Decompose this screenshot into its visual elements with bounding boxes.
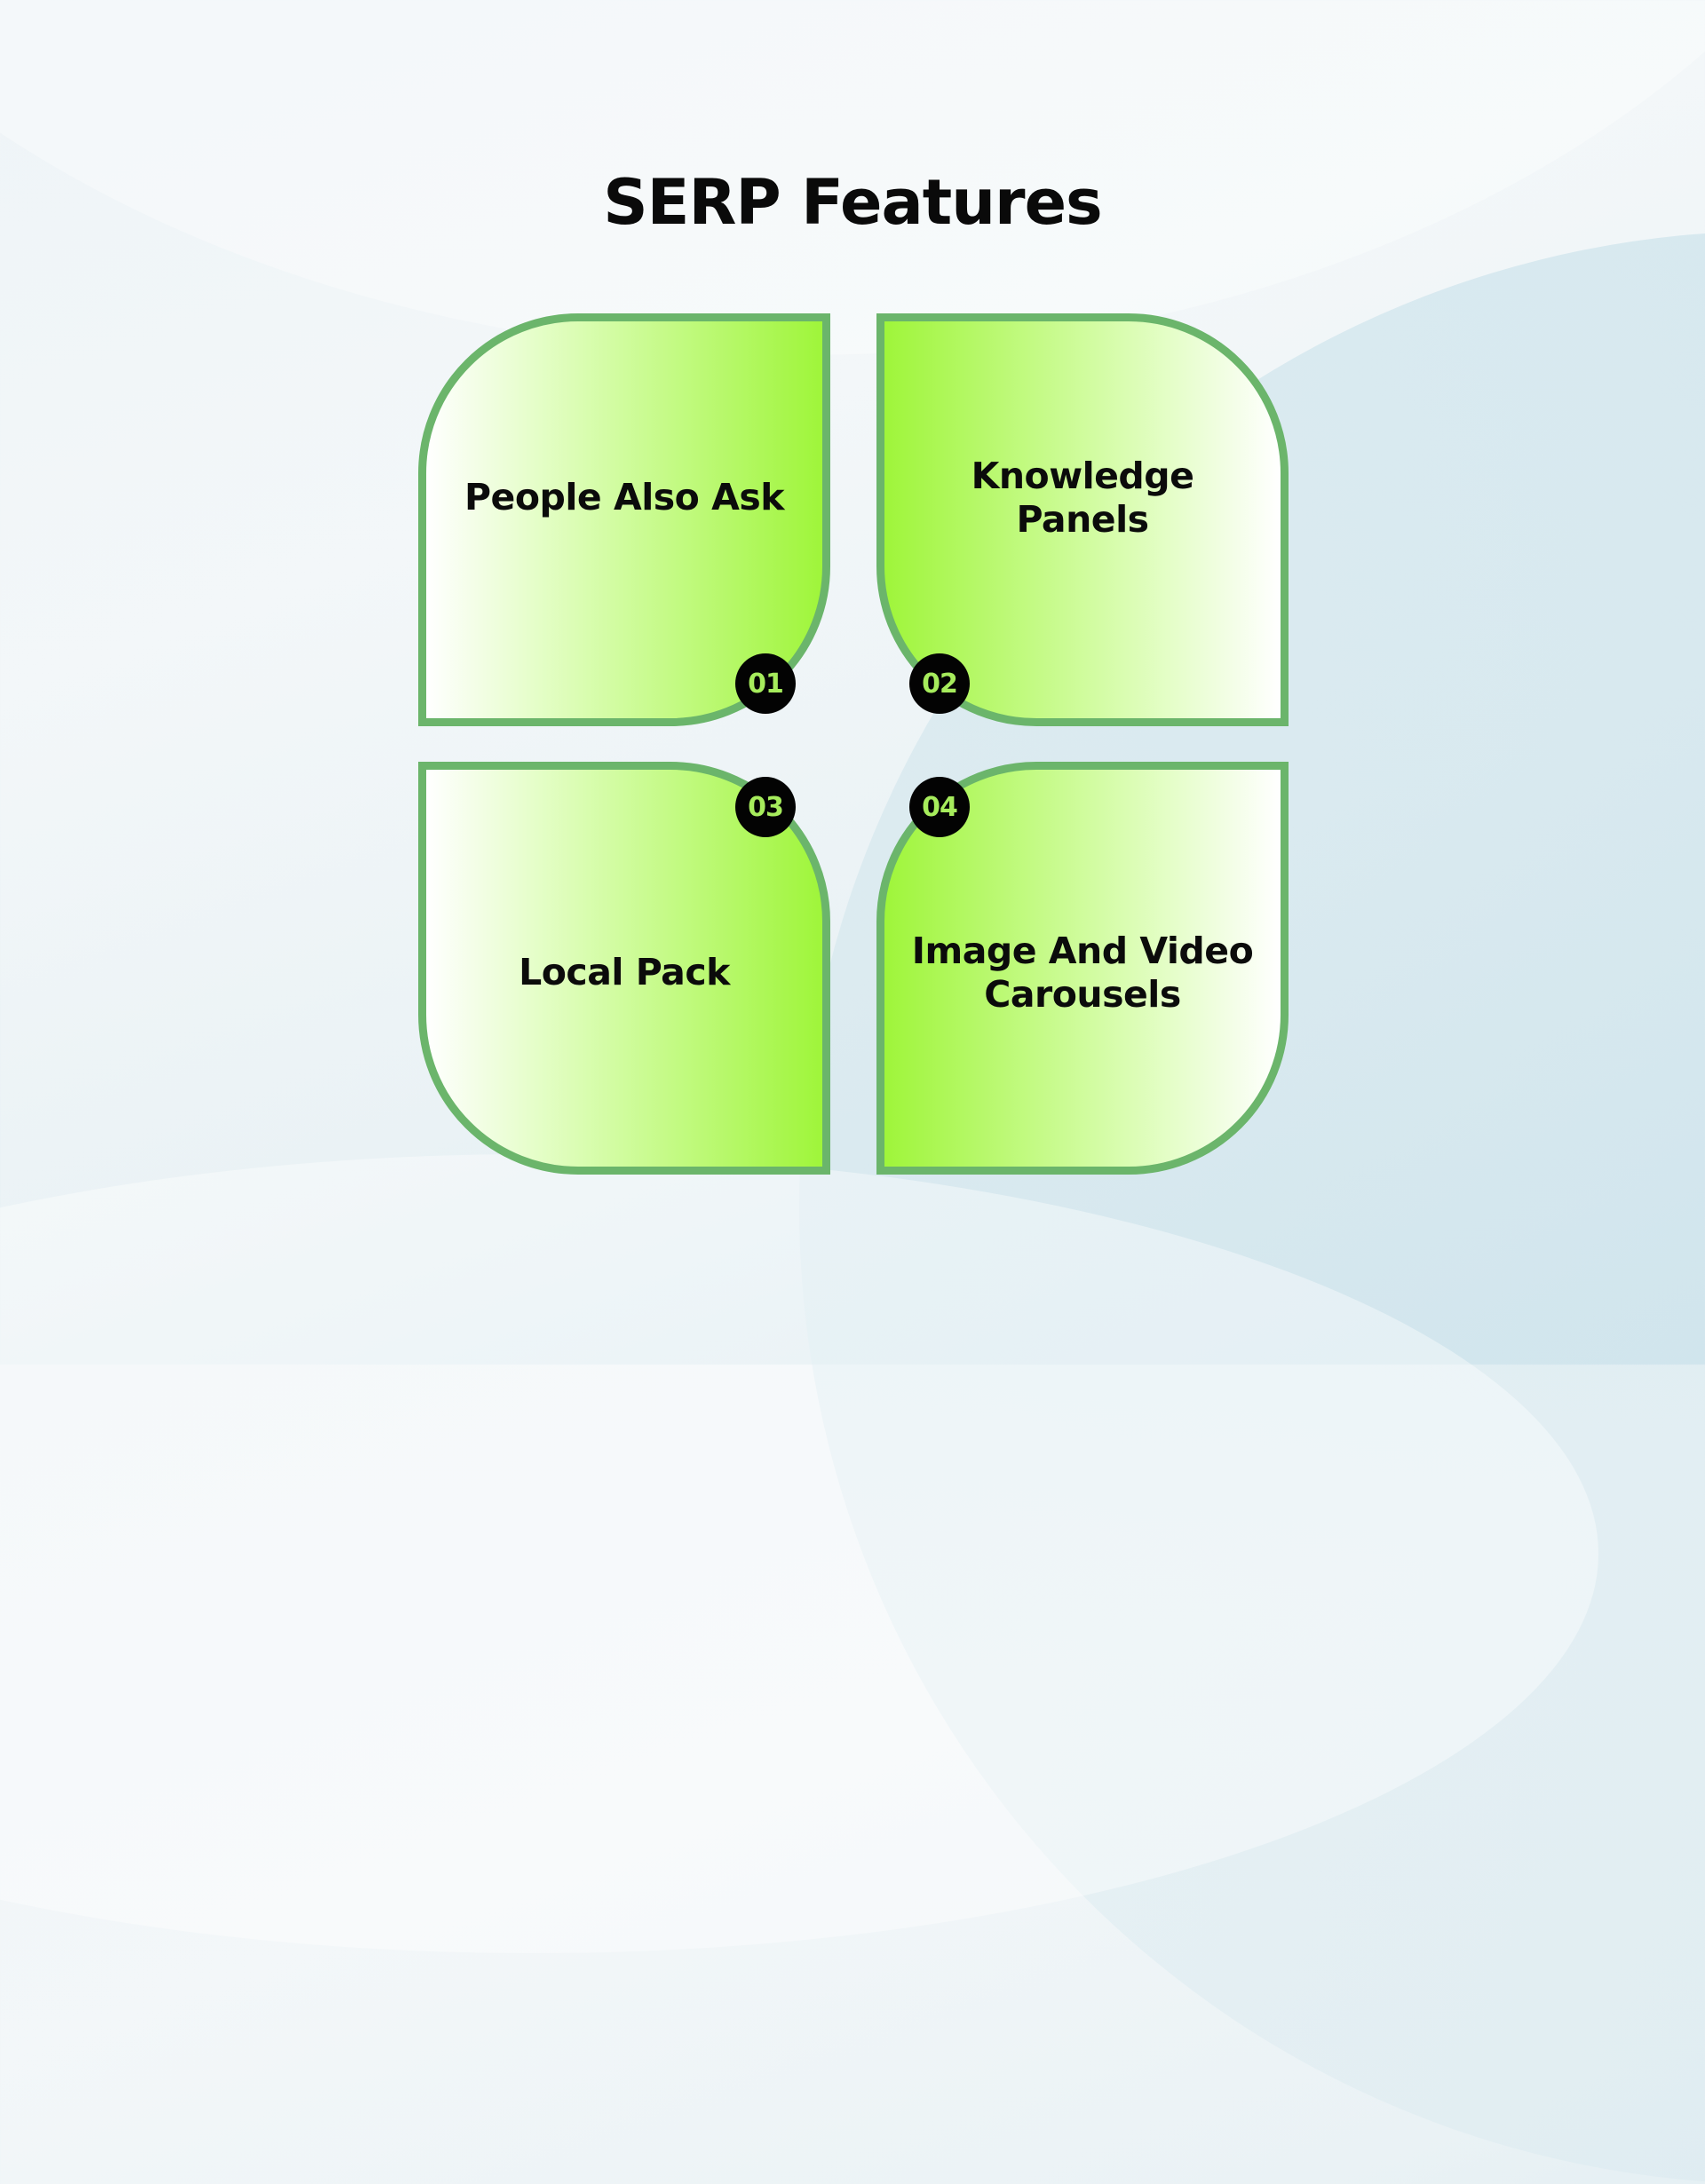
- card-label: Local Pack: [519, 951, 730, 993]
- number-badge-02: 02: [909, 653, 970, 714]
- card-label: Image And Video Carousels: [911, 929, 1254, 1016]
- number-badge-03: 03: [735, 777, 796, 837]
- page-title: SERP Features: [603, 165, 1102, 239]
- number-badge-04: 04: [909, 777, 970, 837]
- card-label: Knowledge Panels: [971, 454, 1194, 541]
- feature-card-image-video-carousels: Image And Video Carousels: [876, 762, 1289, 1175]
- card-label: People Also Ask: [464, 476, 785, 518]
- number-badge-01: 01: [735, 653, 796, 714]
- feature-card-knowledge-panels: Knowledge Panels: [876, 313, 1289, 726]
